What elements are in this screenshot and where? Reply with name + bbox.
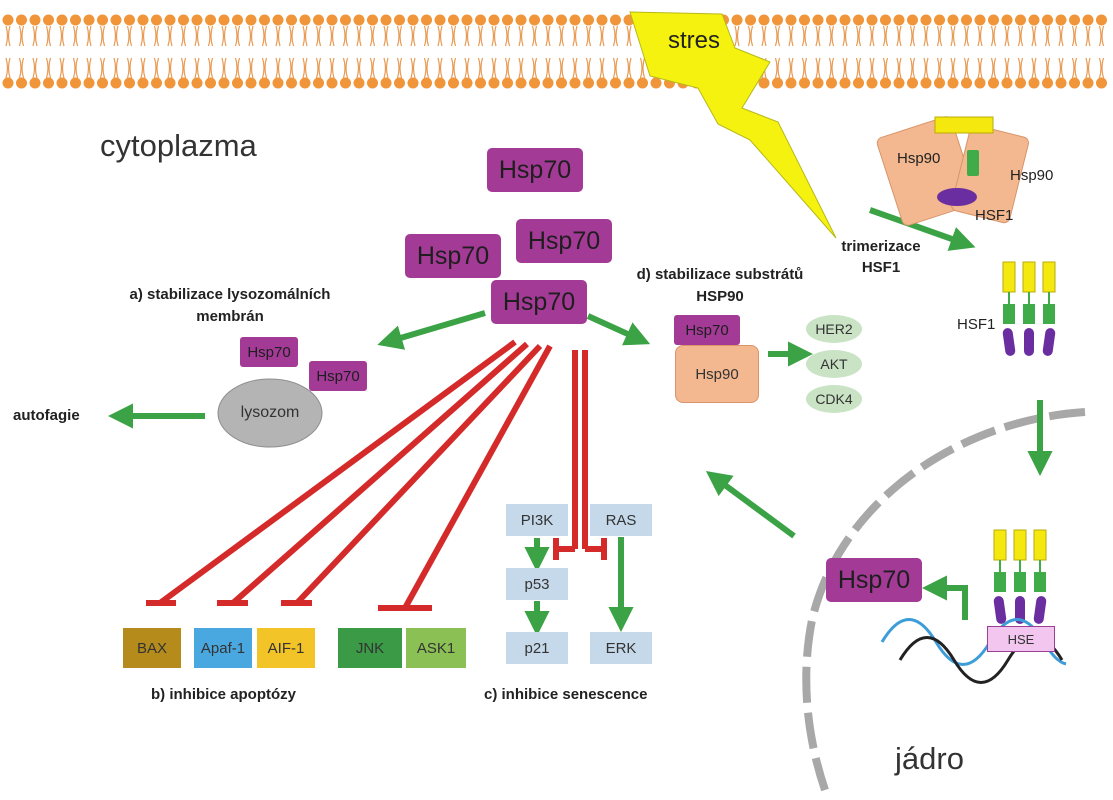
cytoplazma-label: cytoplazma <box>100 128 257 163</box>
hsf1-trimer-dna <box>993 529 1047 624</box>
sen-ras: RAS <box>590 504 652 536</box>
inhibit-jnk-ask1 <box>402 344 553 610</box>
hsf1-trimer <box>1002 261 1056 356</box>
arrow-to-lysosome <box>377 310 486 350</box>
nuclear-envelope <box>802 408 1086 792</box>
section-b-title: b) inhibice apoptózy <box>151 686 296 703</box>
substrate-akt: AKT <box>806 350 862 378</box>
section-d-title: d) stabilizace substrátů HSP90 <box>636 266 804 305</box>
jadro-label: jádro <box>895 741 964 776</box>
sen-erk: ERK <box>590 632 652 664</box>
arrow-out-of-nucleus <box>705 471 796 539</box>
target-jnk: JNK <box>338 628 402 668</box>
hsp70-on-hsp90: Hsp70 <box>674 315 740 345</box>
arrow-hse-to-hsp70 <box>921 575 968 620</box>
target-ask1: ASK1 <box>406 628 466 668</box>
trimerizace-label: trimerizace HSF1 <box>841 238 921 276</box>
substrate-cdk4: CDK4 <box>806 385 862 413</box>
inhibit-aif <box>294 343 543 606</box>
hsp90-label-right: Hsp90 <box>1010 167 1054 184</box>
hsp70-lysosome-1: Hsp70 <box>240 337 298 367</box>
hsp90-box: Hsp90 <box>675 345 759 403</box>
sen-p21: p21 <box>506 632 568 664</box>
target-apaf1: Apaf-1 <box>194 628 252 668</box>
hsp70-main: Hsp70 <box>491 280 587 324</box>
hse-box: HSE <box>987 626 1055 652</box>
section-c-title: c) inhibice senescence <box>484 686 648 703</box>
hsf1-label-complex: HSF1 <box>975 207 1014 224</box>
hsp70-top: Hsp70 <box>487 148 583 192</box>
sen-pi3k: PI3K <box>506 504 568 536</box>
hsp70-left: Hsp70 <box>405 234 501 278</box>
stres-label: stres <box>668 27 721 54</box>
lysosome-label: lysozom <box>240 404 300 421</box>
arrow-to-hsp90-complex <box>586 313 651 346</box>
target-aif1: AIF-1 <box>257 628 315 668</box>
hsp90-hsf1-complex <box>876 116 1029 226</box>
target-bax: BAX <box>123 628 181 668</box>
hsp70-right: Hsp70 <box>516 219 612 263</box>
cell-membrane <box>2 14 1107 89</box>
inhibit-apaf <box>231 341 529 606</box>
arrow-trimerizace <box>868 207 976 251</box>
hsp90-label-left: Hsp90 <box>897 150 941 167</box>
hsp70-lysosome-2: Hsp70 <box>309 361 367 391</box>
substrate-her2: HER2 <box>806 315 862 343</box>
section-a-title: a) stabilizace lysozomálních membrán <box>129 286 331 325</box>
hsp70-nucleus: Hsp70 <box>826 558 922 602</box>
lysosome <box>217 378 323 448</box>
inhibit-bax <box>158 339 517 606</box>
stress-lightning-icon <box>629 11 837 239</box>
sen-p53: p53 <box>506 568 568 600</box>
autofagie-label: autofagie <box>13 407 80 424</box>
hsf1-label-trimer: HSF1 <box>957 316 996 333</box>
